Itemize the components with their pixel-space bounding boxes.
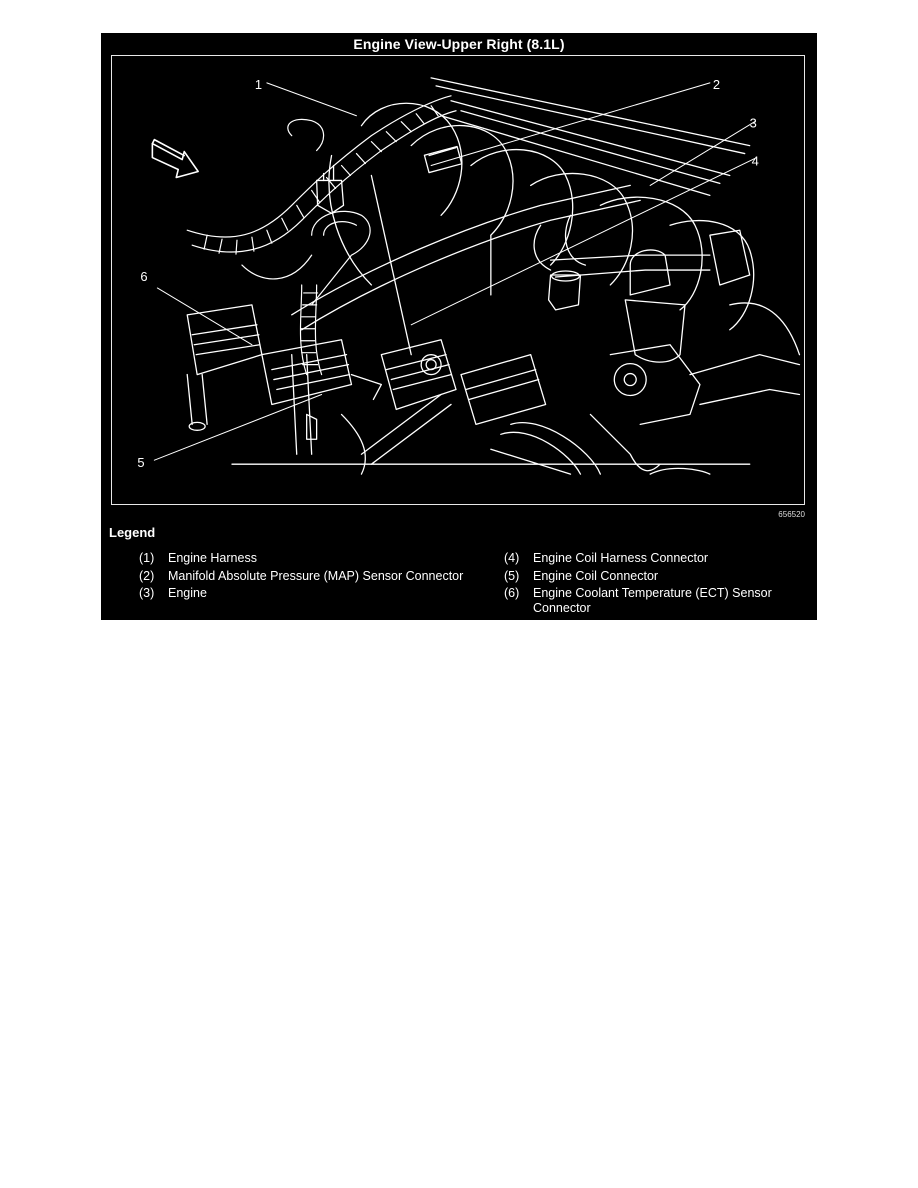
map-sensor-connector [423,145,463,174]
throttle-body [609,229,801,426]
legend-item: (4) Engine Coil Harness Connector [504,551,814,566]
leader-lines [153,82,756,461]
callout-5: 5 [137,455,144,470]
legend-number: (2) [139,568,155,583]
figure-panel: Engine View-Upper Right (8.1L) [101,33,817,620]
legend-text: Engine Coolant Temperature (ECT) Sensor … [533,586,772,615]
figure-id: 656520 [778,510,805,519]
legend-item: (6) Engine Coolant Temperature (ECT) Sen… [504,586,814,615]
callout-2: 2 [713,77,720,92]
legend-text: Engine Coil Connector [533,568,659,583]
legend-column-left: (1) Engine Harness (2) Manifold Absolute… [139,551,469,604]
harness-bracket [315,164,345,214]
legend-item: (2) Manifold Absolute Pressure (MAP) Sen… [139,569,469,584]
illustration-frame: 1 2 3 4 5 6 [111,55,805,505]
engine-block [231,302,801,475]
intake-manifold [328,102,755,356]
fuel-rail [430,77,751,197]
callout-3: 3 [750,116,757,131]
legend-column-right: (4) Engine Coil Harness Connector (5) En… [504,551,814,618]
ignition-coils [186,304,547,475]
legend-title: Legend [109,525,156,540]
oil-fill-cap [547,270,582,311]
legend-text: Manifold Absolute Pressure (MAP) Sensor … [168,568,464,583]
legend-text: Engine Coil Harness Connector [533,551,709,565]
legend-text: Engine [168,586,207,600]
legend-number: (5) [504,568,520,583]
callout-6: 6 [140,269,147,284]
legend-item: (5) Engine Coil Connector [504,569,814,584]
direction-arrow-icon [151,138,199,179]
callout-1: 1 [255,77,262,92]
callout-4: 4 [752,154,759,169]
legend-text: Engine Harness [168,551,257,565]
engine-harness [186,95,457,376]
legend-number: (4) [504,551,520,565]
hose [291,184,711,331]
legend-number: (1) [139,551,155,565]
engine-illustration: 1 2 3 4 5 6 [137,77,801,475]
legend-number: (3) [139,586,155,600]
legend-item: (1) Engine Harness [139,551,469,566]
figure-title: Engine View-Upper Right (8.1L) [353,36,565,52]
legend-number: (6) [504,586,520,600]
legend-item: (3) Engine [139,586,469,601]
